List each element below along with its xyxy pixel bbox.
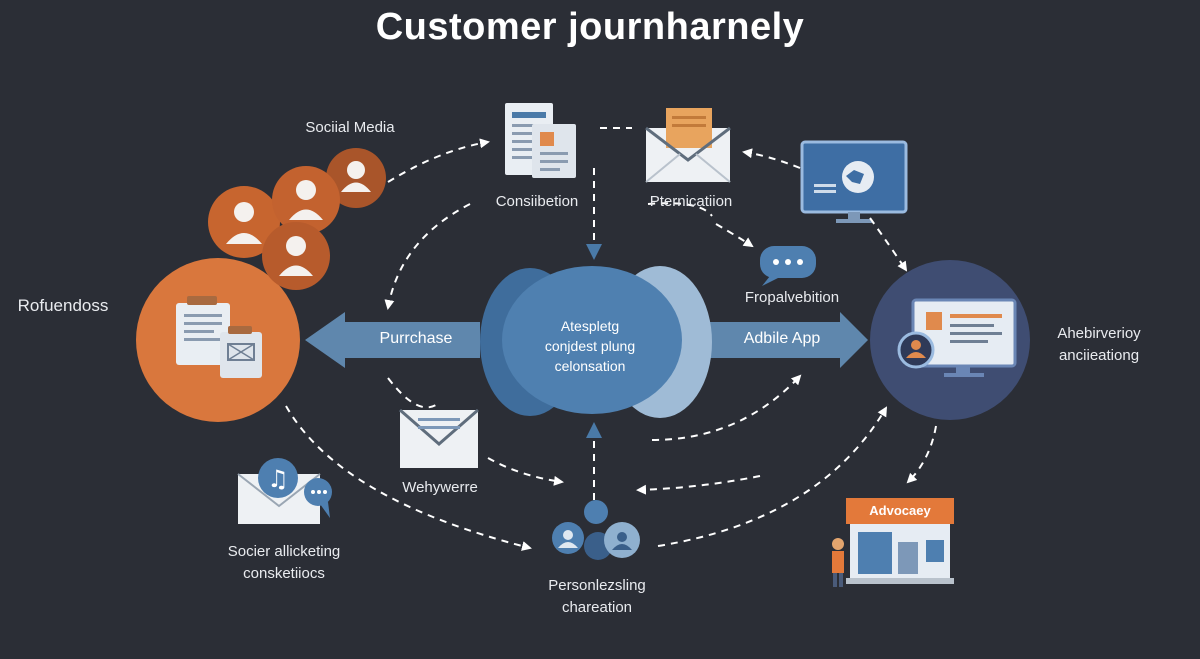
label-social-media: Sociial Media [305, 119, 395, 136]
label-socier-line1: Socier allicketing [227, 543, 341, 560]
document-icon [176, 296, 262, 378]
band-right-label: Adbile App [743, 330, 821, 347]
label-rofuendoss: Rofuendoss [17, 296, 109, 315]
label-ahebrverioy: Ahebirverioy [1057, 325, 1141, 342]
page-title: Customer journharnely [375, 6, 805, 48]
label-ancieationg: anciieationg [1058, 347, 1140, 364]
people-bubbles-icon [552, 500, 640, 560]
store-icon [832, 498, 954, 587]
mobile-app-band-arrow [700, 312, 868, 368]
right-navy-circle [870, 260, 1030, 420]
label-fropalvebition: Fropalvebition [744, 289, 840, 306]
label-socier-line2: consketiiocs [243, 565, 325, 582]
envelope-open-icon [645, 108, 731, 183]
center-hub [480, 266, 712, 418]
envelope-icon [399, 408, 479, 468]
people-icons [208, 148, 386, 290]
center-line-1: Atespletg [560, 318, 620, 334]
svg-text:♫: ♫ [267, 465, 289, 493]
band-left-label: Purrchase [379, 330, 453, 347]
label-permission: Pternicatiion [649, 193, 733, 210]
center-line-3: celonsation [554, 358, 626, 374]
label-wehywerre: Wehywerre [402, 479, 478, 496]
chat-bubble-icon [760, 246, 816, 286]
monitor-icon [800, 140, 908, 223]
purchase-band-arrow [305, 312, 480, 368]
consideration-document-icon [505, 103, 576, 178]
center-label: Atespletg conjdest plung celonsation [505, 316, 675, 376]
label-consideration: Consiibetion [495, 193, 579, 210]
label-personalizing-line2: chareation [561, 599, 633, 616]
flow-arrows [285, 127, 937, 551]
store-sign-label: Advocaey [869, 503, 931, 518]
label-personalizing-line1: Personlezsling [548, 577, 646, 594]
social-envelope-icon: ♫ [237, 458, 332, 524]
center-line-2: conjdest plung [544, 338, 636, 354]
